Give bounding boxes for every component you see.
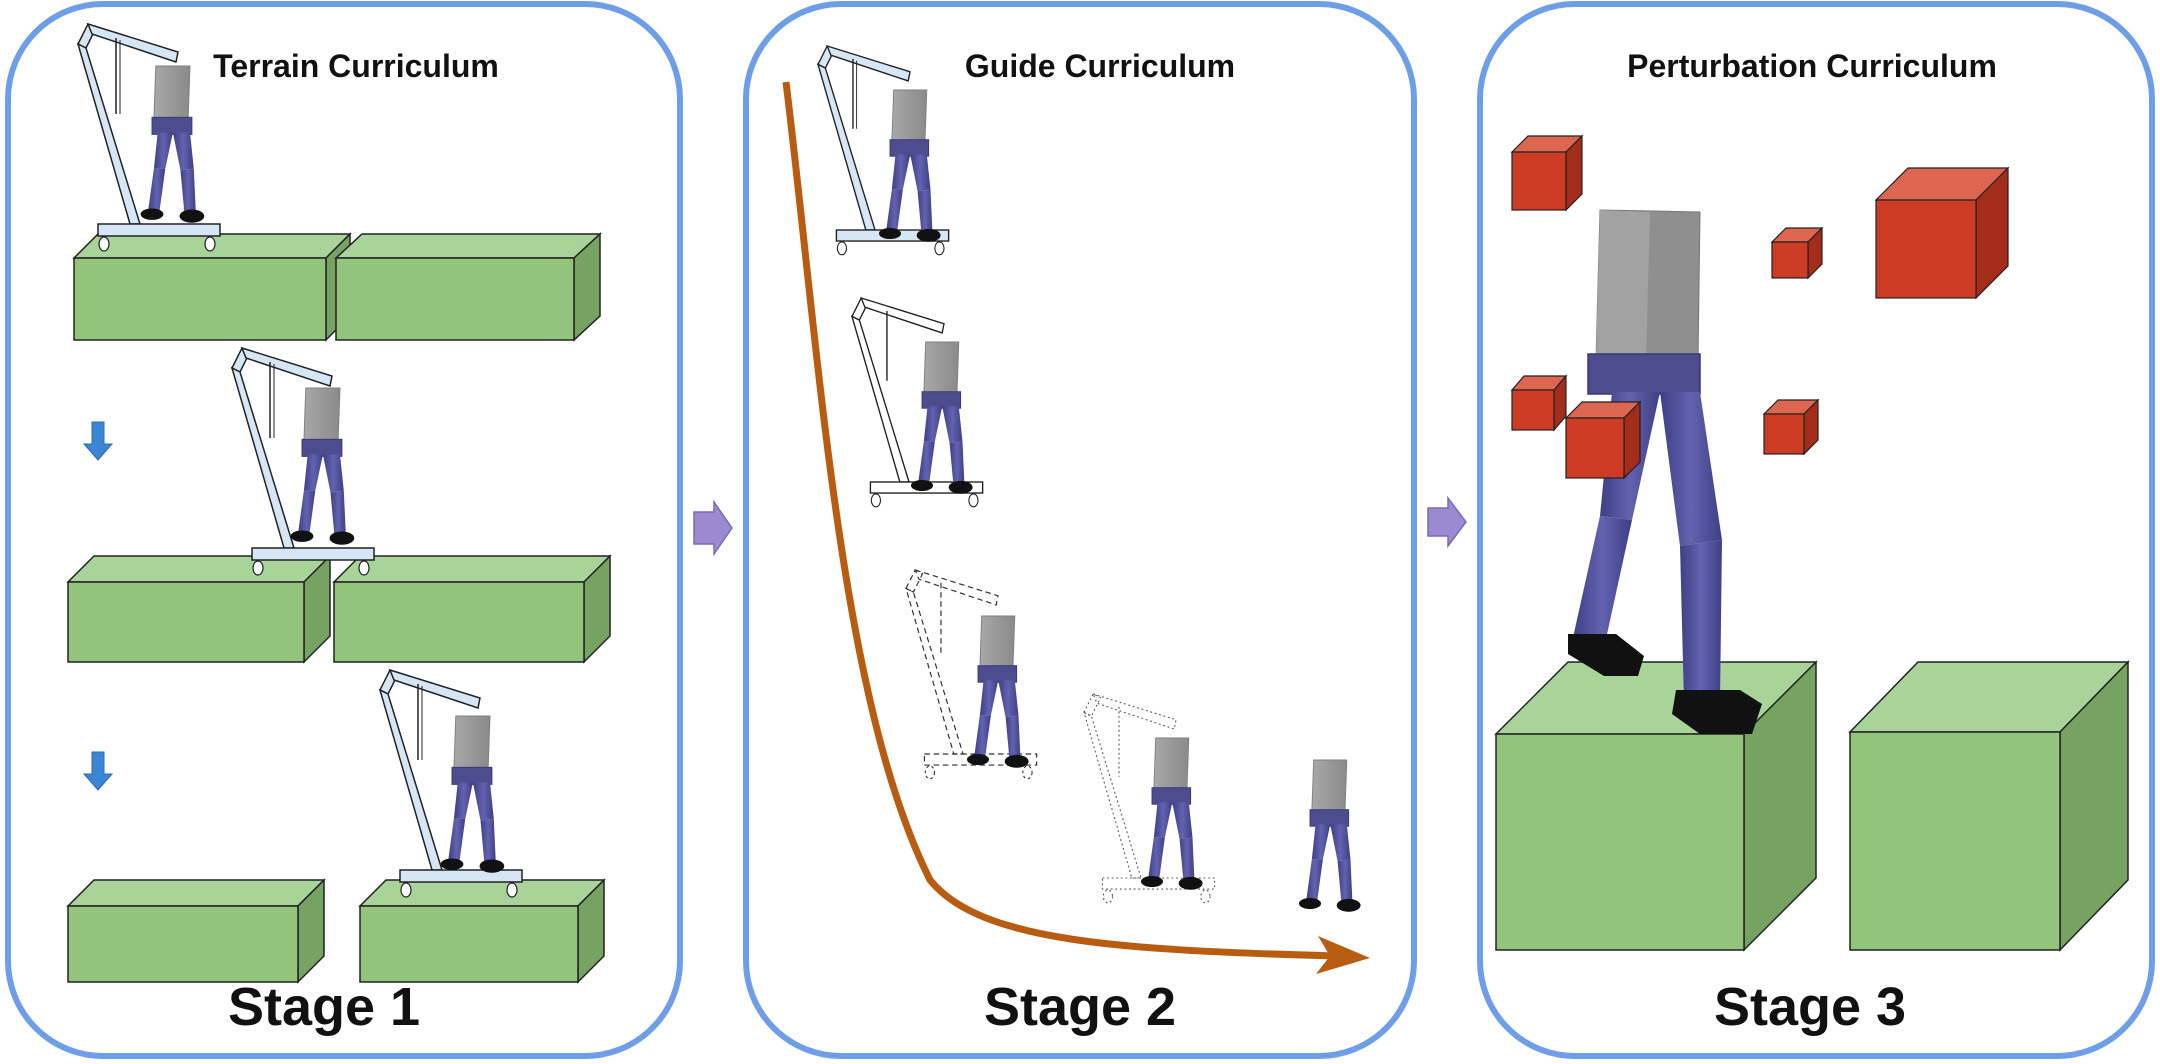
perturbation-cube — [1564, 400, 1642, 480]
humanoid-robot — [966, 615, 1030, 769]
panel-title-terrain: Terrain Curriculum — [213, 48, 499, 84]
terrain-block — [358, 878, 606, 984]
terrain-block — [332, 554, 612, 664]
humanoid-robot — [440, 715, 505, 874]
panel-3-border — [1477, 1, 2155, 1059]
perturbation-cube — [1510, 374, 1568, 432]
perturbation-cube — [1762, 398, 1820, 456]
humanoid-robot — [878, 89, 942, 243]
stage-label-3: Stage 3 — [1713, 977, 1907, 1037]
terrain-block — [66, 554, 332, 664]
right-arrow-icon — [693, 499, 733, 557]
down-arrow-icon — [82, 421, 114, 461]
perturbation-cube — [1874, 166, 2010, 300]
guide-curve-arrow-head — [1316, 936, 1370, 974]
terrain-block — [1848, 660, 2130, 952]
stage-label-2: Stage 2 — [983, 977, 1177, 1037]
panel-title-guide: Guide Curriculum — [964, 48, 1236, 84]
panel-title-perturbation: Perturbation Curriculum — [1627, 48, 1997, 84]
panel-1-border — [5, 1, 683, 1059]
terrain-block — [66, 878, 326, 984]
perturbation-cube — [1510, 134, 1584, 212]
terrain-block — [334, 232, 602, 342]
right-arrow-icon — [1427, 495, 1467, 549]
humanoid-robot — [290, 387, 355, 546]
terrain-block — [1494, 660, 1818, 952]
terrain-block — [72, 232, 352, 342]
humanoid-robot — [910, 341, 974, 495]
humanoid-robot — [1140, 737, 1204, 891]
stage-label-1: Stage 1 — [227, 977, 421, 1037]
guide-curve-arrow — [782, 81, 1337, 960]
humanoid-robot — [140, 65, 205, 224]
perturbation-cube — [1770, 226, 1824, 280]
down-arrow-icon — [82, 751, 114, 791]
panel-2-border — [743, 1, 1417, 1059]
humanoid-robot — [1298, 759, 1362, 913]
